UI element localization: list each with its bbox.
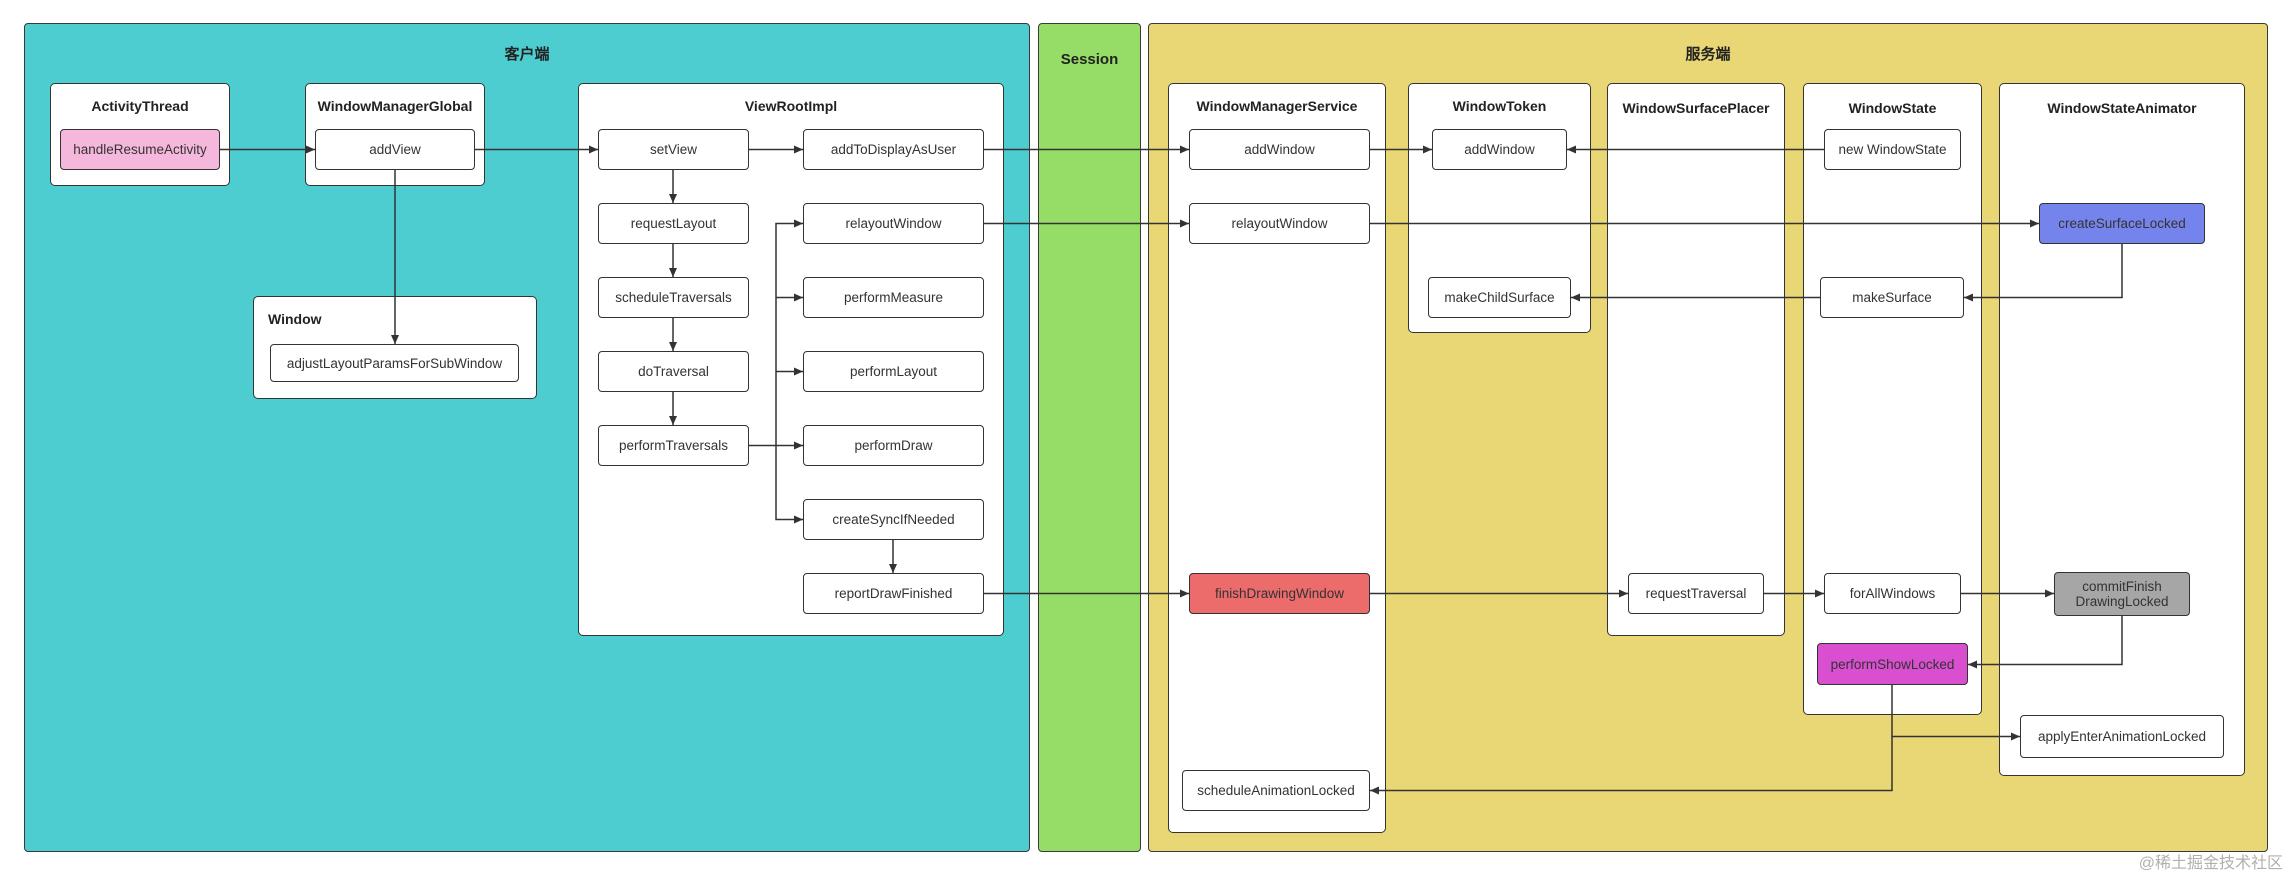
make-child-surface-node[interactable]: makeChildSurface (1428, 277, 1571, 318)
report-draw-finished-node[interactable]: reportDrawFinished (803, 573, 984, 614)
window-surface-placer-title: WindowSurfacePlacer (1622, 100, 1770, 116)
window-state-title: WindowState (1848, 100, 1937, 116)
make-surface-node[interactable]: makeSurface (1820, 277, 1964, 318)
edge-perform-show-locked-to-schedule-animation-locked (1370, 736, 1893, 795)
edge-commit-finish-drawing-locked-to-perform-show-locked (1968, 616, 2123, 669)
commit-finish-drawing-locked-node[interactable]: commitFinish DrawingLocked (2054, 572, 2190, 616)
add-to-display-as-user-node[interactable]: addToDisplayAsUser (803, 129, 984, 170)
do-traversal-node[interactable]: doTraversal (598, 351, 749, 392)
perform-draw-node[interactable]: performDraw (803, 425, 984, 466)
perform-measure-node[interactable]: performMeasure (803, 277, 984, 318)
adjust-layout-params-node[interactable]: adjustLayoutParamsForSubWindow (270, 344, 519, 382)
create-surface-locked-node[interactable]: createSurfaceLocked (2039, 203, 2205, 244)
perform-layout-node[interactable]: performLayout (803, 351, 984, 392)
window-manager-service-title: WindowManagerService (1196, 98, 1358, 114)
session-lane-title: Session (1060, 51, 1119, 68)
session-lane (1038, 23, 1141, 852)
set-view-node[interactable]: setView (598, 129, 749, 170)
window-state-animator-title: WindowStateAnimator (2047, 100, 2197, 116)
finish-drawing-window-node[interactable]: finishDrawingWindow (1189, 573, 1370, 614)
for-all-windows-node[interactable]: forAllWindows (1824, 573, 1961, 614)
window-manager-global-title: WindowManagerGlobal (317, 98, 473, 114)
wms-relayout-window-node[interactable]: relayoutWindow (1189, 203, 1370, 244)
schedule-traversals-node[interactable]: scheduleTraversals (598, 277, 749, 318)
create-sync-if-needed-node[interactable]: createSyncIfNeeded (803, 499, 984, 540)
apply-enter-animation-locked-node[interactable]: applyEnterAnimationLocked (2020, 715, 2224, 758)
perform-traversals-node[interactable]: performTraversals (598, 425, 749, 466)
wms-add-window-node[interactable]: addWindow (1189, 129, 1370, 170)
activity-thread-title: ActivityThread (91, 98, 189, 114)
schedule-animation-locked-node[interactable]: scheduleAnimationLocked (1182, 770, 1370, 811)
server-lane-title: 服务端 (1685, 46, 1731, 63)
request-traversal-node[interactable]: requestTraversal (1628, 573, 1764, 614)
edge-perform-show-locked-to-apply-enter-animation-locked (1891, 685, 2020, 741)
edge-perform-traversals-to-relayout-window (749, 219, 803, 447)
window-surface-placer-group: WindowSurfacePlacer (1607, 83, 1785, 636)
handle-resume-activity-node[interactable]: handleResumeActivity (60, 129, 220, 170)
new-window-state-node[interactable]: new WindowState (1824, 129, 1961, 170)
token-add-window-node[interactable]: addWindow (1432, 129, 1567, 170)
perform-show-locked-node[interactable]: performShowLocked (1817, 643, 1968, 685)
window-title: Window (268, 311, 322, 327)
request-layout-node[interactable]: requestLayout (598, 203, 749, 244)
watermark: @稀土掘金技术社区 (2138, 855, 2283, 872)
edge-perform-traversals-to-create-sync-if-needed (775, 445, 803, 524)
add-view-node[interactable]: addView (315, 129, 475, 170)
window-token-title: WindowToken (1452, 98, 1547, 114)
relayout-window-node[interactable]: relayoutWindow (803, 203, 984, 244)
edge-create-surface-locked-to-make-surface (1964, 244, 2123, 302)
client-lane-title: 客户端 (504, 46, 550, 63)
view-root-impl-title: ViewRootImpl (744, 98, 838, 114)
